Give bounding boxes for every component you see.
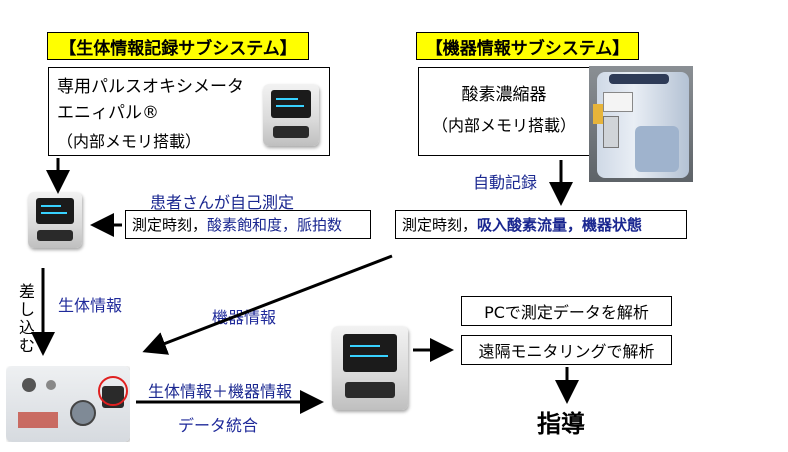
bio-info-label: 生体情報: [58, 296, 123, 315]
highlight-circle: [98, 376, 128, 406]
concentrator-name: 酸素濃縮器: [461, 85, 547, 105]
oximeter-center-image: [332, 326, 410, 412]
oximeter-box: 専用パルスオキシメータ エニィパル® （内部メモリ搭載）: [48, 67, 330, 156]
oximeter-memory: （内部メモリ搭載）: [57, 132, 202, 151]
remote-analysis-box: 遠隔モニタリングで解析: [461, 335, 672, 365]
concentrator-box: 酸素濃縮器 （内部メモリ搭載）: [418, 67, 590, 156]
concentrator-image: [589, 66, 693, 182]
integration-label: データ統合: [178, 416, 259, 435]
insert-label: 差 し 込 む: [18, 282, 35, 355]
oximeter-small-image: [28, 192, 84, 250]
device-info-label: 機器情報: [212, 308, 277, 327]
auto-record-label: 自動記録: [473, 173, 538, 192]
self-measure-label: 患者さんが自己測定: [150, 193, 295, 212]
oximeter-name: 専用パルスオキシメータ: [57, 77, 244, 97]
arrow-device-info: [142, 254, 393, 355]
concentrator-memory: （内部メモリ搭載）: [431, 116, 576, 135]
device-data-box: 測定時刻，吸入酸素流量，機器状態: [395, 210, 687, 239]
bio-data-box: 測定時刻，酸素飽和度，脈拍数: [125, 210, 371, 239]
combined-label: 生体情報＋機器情報: [148, 382, 293, 401]
device-subsystem-title: 【機器情報サブシステム】: [416, 32, 639, 60]
oximeter-brand: エニィパル®: [57, 103, 159, 123]
base-unit-image: [6, 366, 130, 442]
guidance-label: 指導: [537, 410, 585, 438]
pc-analysis-box: PCで測定データを解析: [461, 296, 672, 326]
oximeter-image: [263, 84, 321, 148]
bio-subsystem-title: 【生体情報記録サブシステム】: [47, 32, 309, 60]
